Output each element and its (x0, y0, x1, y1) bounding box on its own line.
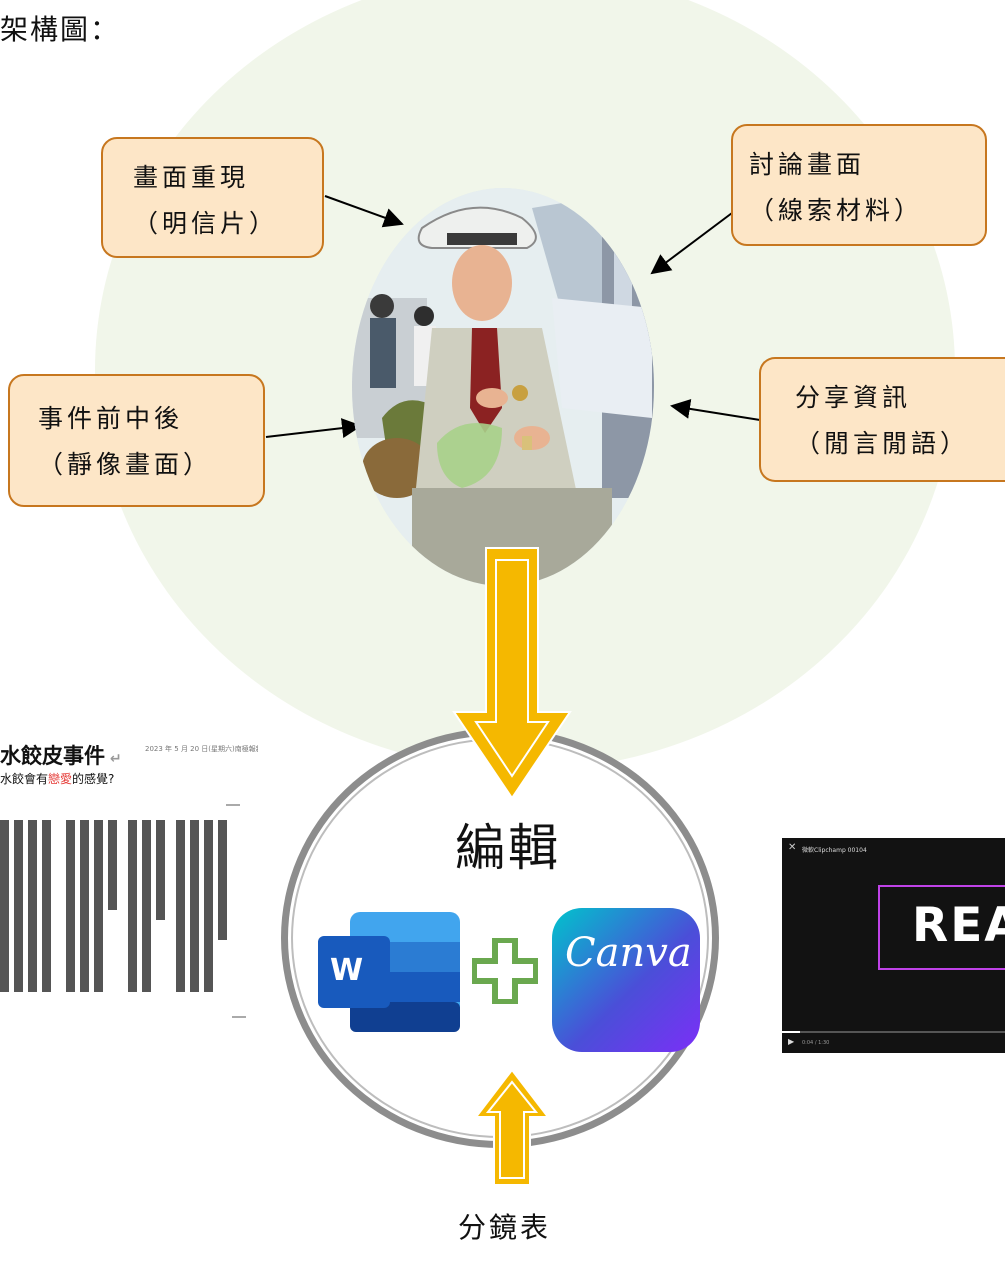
box-discuss-line2: （線索材料） (749, 196, 924, 225)
document-title-text: 水餃皮事件 (0, 744, 105, 768)
down-arrow (452, 547, 572, 800)
document-vertical-text-lines (0, 804, 246, 1018)
arrow-from-share (670, 398, 761, 421)
box-share-line2: （閒言閒語） (795, 429, 970, 458)
video-title: 微軟Clipchamp 00104 (802, 847, 867, 854)
document-title: 水餃皮事件 ↵ (0, 744, 122, 768)
document-subtitle-suffix: 的感覺? (72, 772, 115, 786)
edit-label: 編輯 (455, 819, 561, 877)
word-icon (318, 912, 460, 1032)
box-event-line2: （靜像畫面） (38, 450, 213, 479)
box-scene-line1: 畫面重現 (133, 163, 250, 192)
arrow-from-scene (324, 195, 404, 228)
canva-icon (552, 908, 700, 1052)
document-subtitle-prefix: 水餃會有 (0, 772, 49, 786)
video-thumbnail: ✕ 微軟Clipchamp 00104 REA ▶ 0:04 / 1:30 (782, 838, 1005, 1053)
up-arrow (473, 1068, 551, 1186)
close-icon: ✕ (788, 842, 797, 853)
plus-icon (472, 938, 538, 1004)
box-event-sequence: 事件前中後 （靜像畫面） (8, 374, 265, 507)
box-share-line1: 分享資訊 (795, 383, 912, 412)
box-discuss-line1: 討論畫面 (749, 150, 866, 179)
storyboard-label: 分鏡表 (458, 1211, 552, 1244)
video-big-text: REA (912, 898, 1005, 953)
box-share-info: 分享資訊 （閒言閒語） (759, 357, 1005, 482)
diagram-heading: 架構圖： (0, 13, 121, 46)
video-progress-fill (782, 1031, 800, 1033)
arrow-from-event (265, 418, 362, 439)
document-thumbnail: 2023 年 5 月 20 日(星期六)南極報新報 水餃皮事件 ↵ 水餃會有戀愛… (0, 740, 258, 1040)
video-time: 0:04 / 1:30 (802, 1040, 830, 1046)
video-progress-track (782, 1031, 1005, 1033)
box-scene-reproduction: 畫面重現 （明信片） (101, 137, 324, 258)
box-event-line1: 事件前中後 (38, 404, 184, 433)
arrow-from-discuss (650, 212, 733, 275)
document-date: 2023 年 5 月 20 日(星期六)南極報新報 (145, 745, 258, 753)
canva-wordmark: Canva (565, 930, 692, 976)
box-scene-line2: （明信片） (133, 209, 279, 238)
box-discussion: 討論畫面 （線索材料） (731, 124, 987, 246)
video-title-frame (878, 885, 1005, 970)
detective-illustration (352, 188, 654, 586)
document-subtitle-highlight: 戀愛 (48, 772, 73, 786)
document-subtitle: 水餃會有戀愛的感覺? (0, 770, 114, 787)
word-letter: W (330, 953, 364, 988)
play-icon: ▶ (788, 1037, 795, 1046)
